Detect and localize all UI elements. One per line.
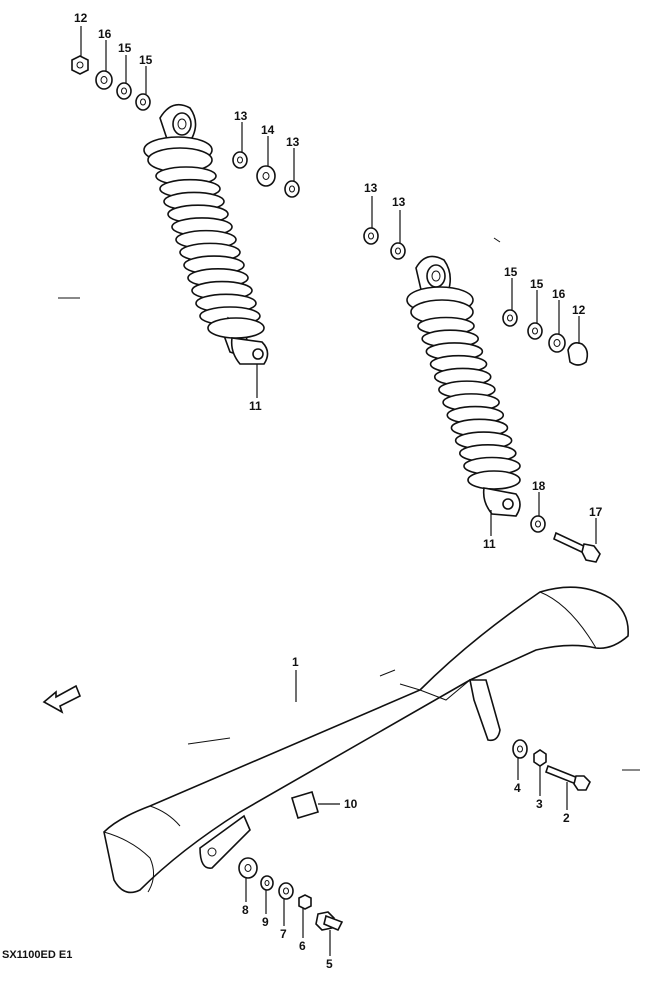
callout-15: 15 bbox=[118, 41, 132, 55]
left-shock-absorber bbox=[143, 103, 269, 365]
diagram-caption: SX1100ED E1 bbox=[2, 949, 72, 961]
callout-15: 15 bbox=[139, 53, 153, 67]
callout-16: 16 bbox=[98, 27, 112, 41]
callout-labels: 12 16 15 15 13 14 13 11 13 13 15 15 16 1… bbox=[2, 11, 603, 971]
stray-marks bbox=[58, 237, 640, 771]
callout-14: 14 bbox=[261, 123, 275, 137]
callout-2: 2 bbox=[563, 811, 570, 825]
front-arrow-icon bbox=[42, 684, 82, 714]
callout-8: 8 bbox=[242, 903, 249, 917]
callout-3: 3 bbox=[536, 797, 543, 811]
callout-16: 16 bbox=[552, 287, 566, 301]
callout-15: 15 bbox=[530, 277, 544, 291]
hardware-case-bottom bbox=[238, 857, 344, 932]
callout-13: 13 bbox=[234, 109, 248, 123]
callout-15: 15 bbox=[504, 265, 518, 279]
callout-11: 11 bbox=[483, 537, 496, 551]
callout-13: 13 bbox=[392, 195, 406, 209]
callout-11: 11 bbox=[249, 399, 262, 413]
callout-13: 13 bbox=[286, 135, 300, 149]
callout-4: 4 bbox=[514, 781, 521, 795]
callout-17: 17 bbox=[589, 505, 603, 519]
callout-12: 12 bbox=[74, 11, 88, 25]
callout-6: 6 bbox=[299, 939, 306, 953]
callout-5: 5 bbox=[326, 957, 333, 971]
callout-1: 1 bbox=[292, 655, 299, 669]
callout-7: 7 bbox=[280, 927, 287, 941]
hardware-top-left bbox=[71, 55, 300, 198]
hardware-case-right bbox=[512, 739, 591, 791]
callout-9: 9 bbox=[262, 915, 269, 929]
hardware-right-top bbox=[363, 227, 589, 366]
callout-12: 12 bbox=[572, 303, 586, 317]
right-shock-absorber bbox=[406, 255, 521, 517]
callout-10: 10 bbox=[344, 797, 358, 811]
callout-18: 18 bbox=[532, 479, 546, 493]
leader-lines bbox=[80, 26, 597, 956]
hardware-lower-shock bbox=[530, 515, 601, 563]
chain-case bbox=[103, 586, 629, 894]
rubber-block bbox=[291, 791, 319, 819]
callout-13: 13 bbox=[364, 181, 378, 195]
